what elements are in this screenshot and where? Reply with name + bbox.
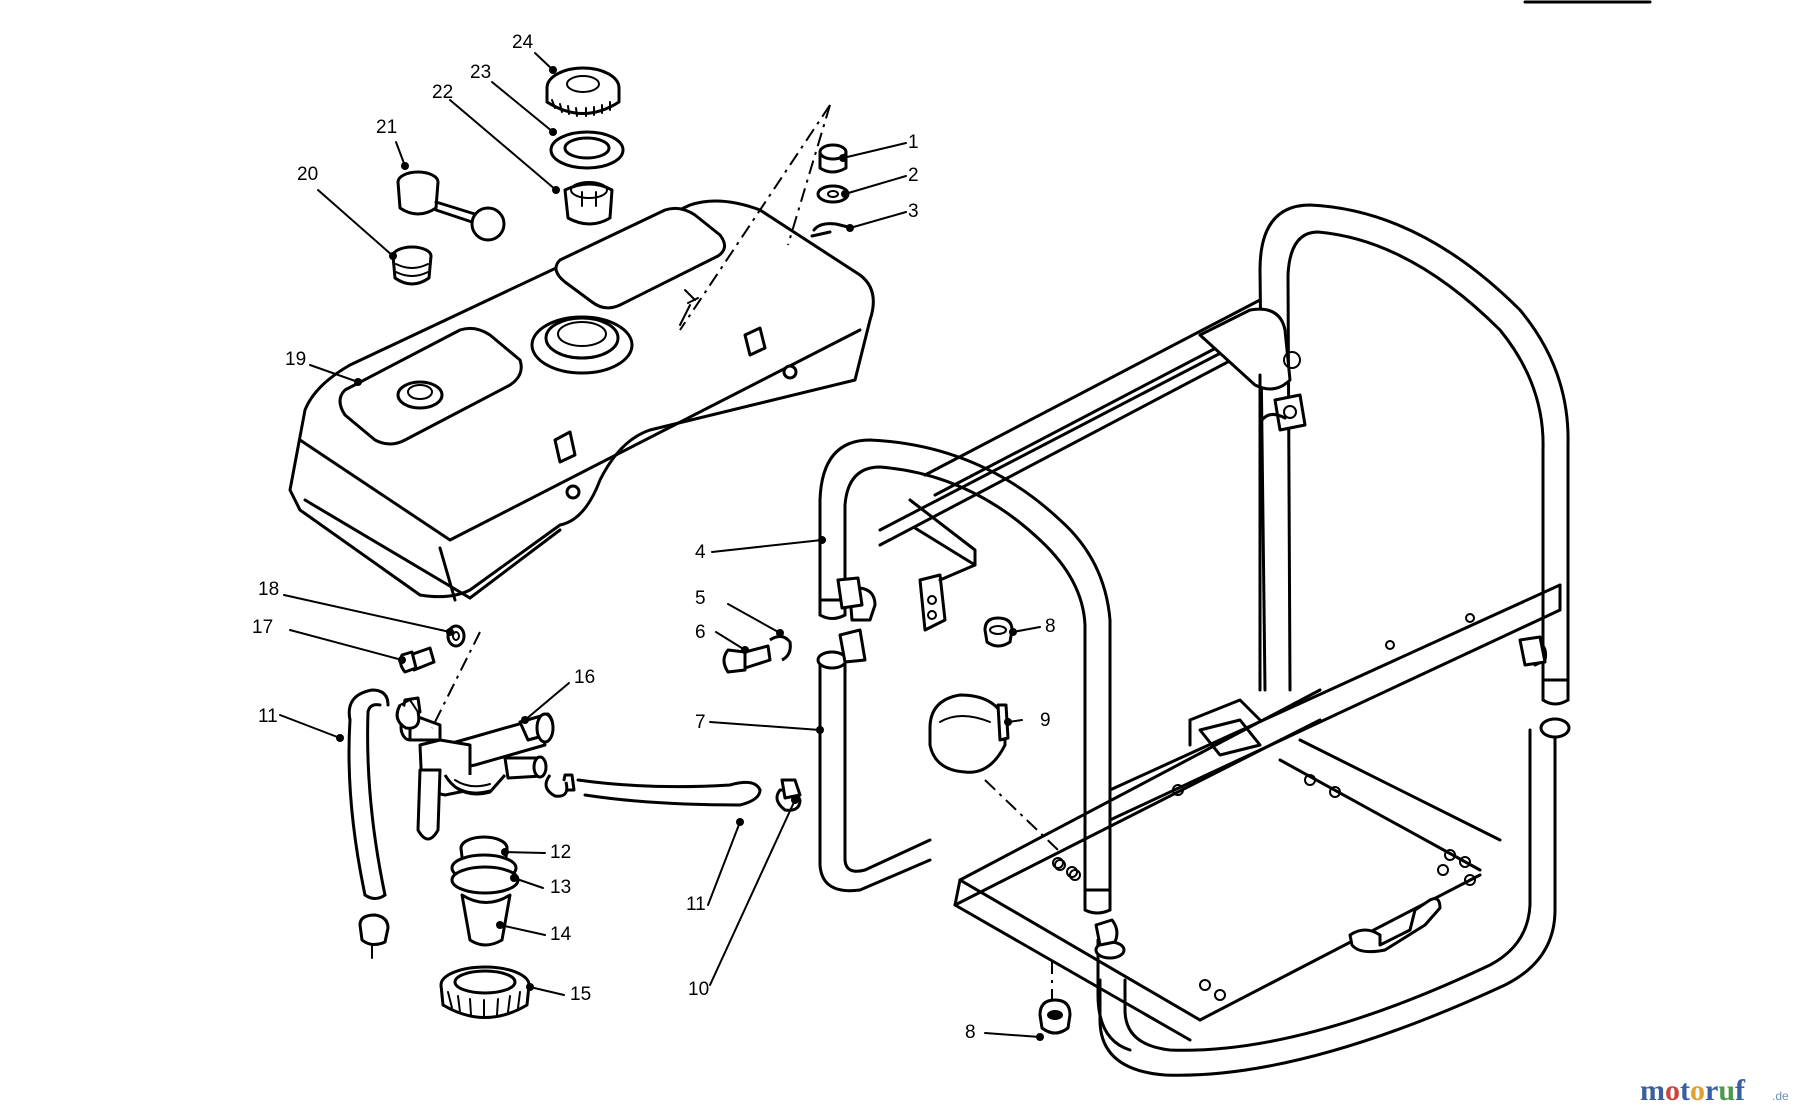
fuel-hose-left	[347, 688, 390, 959]
watermark-letter: o	[1665, 1074, 1680, 1107]
fuel-tank	[288, 199, 875, 602]
bolt	[722, 648, 747, 674]
watermark-letter: m	[1640, 1074, 1665, 1107]
assembly-line	[679, 104, 831, 331]
callout-15: 15	[570, 984, 591, 1005]
watermark-letter: t	[1680, 1074, 1690, 1107]
watermark-letter: r	[1705, 1074, 1718, 1107]
hose-clamp	[395, 698, 569, 798]
watermark-logo: motoruf .de	[1640, 1074, 1789, 1107]
callout-7: 7	[695, 712, 706, 733]
callout-18: 18	[258, 579, 279, 600]
watermark-letter: u	[1718, 1074, 1735, 1107]
callout-22: 22	[432, 82, 453, 103]
callout-9: 9	[1040, 710, 1051, 731]
callout-10: 10	[688, 979, 709, 1000]
callout-4: 4	[695, 542, 706, 563]
watermark-letter: f	[1735, 1074, 1746, 1107]
callout-16: 16	[574, 667, 595, 688]
callout-12: 12	[550, 842, 571, 863]
callout-19: 19	[285, 349, 306, 370]
callout-3: 3	[908, 201, 919, 222]
fuel-hose-right	[576, 778, 802, 812]
lock-washer	[769, 635, 792, 662]
assembly-line	[787, 104, 831, 246]
watermark-letter: o	[1690, 1074, 1705, 1107]
callout-8-lower: 8	[965, 1022, 976, 1043]
rubber-mount	[928, 693, 1078, 878]
watermark-suffix: .de	[1772, 1089, 1789, 1103]
callout-labels: 1 2 3 4 5 6 7 8 9 10 11 12 13 14 15 16 1…	[252, 32, 1056, 1043]
assembly-line	[431, 631, 481, 729]
callout-11-right: 11	[686, 894, 706, 915]
leader-lines	[279, 52, 1044, 1041]
grommet-washer-clip	[810, 143, 854, 238]
callout-11-left: 11	[258, 706, 278, 727]
callout-6: 6	[695, 622, 706, 643]
callout-5: 5	[695, 588, 706, 609]
callout-2: 2	[908, 165, 919, 186]
fuel-valve-assembly	[399, 696, 576, 1019]
callout-8-upper: 8	[1045, 616, 1056, 637]
fuel-cap-assembly	[545, 66, 625, 226]
callout-14: 14	[550, 924, 572, 945]
nut	[983, 616, 1014, 648]
callout-1: 1	[908, 132, 919, 153]
callout-24: 24	[512, 32, 534, 53]
watermark-text: motoruf	[1640, 1074, 1746, 1107]
callout-20: 20	[297, 164, 318, 185]
oil-filler	[391, 170, 506, 286]
callout-17: 17	[252, 617, 273, 638]
callout-13: 13	[550, 877, 571, 898]
drain-screw-washer	[399, 624, 466, 674]
callout-21: 21	[376, 117, 397, 138]
frame	[816, 203, 1571, 1077]
callout-23: 23	[470, 62, 491, 83]
